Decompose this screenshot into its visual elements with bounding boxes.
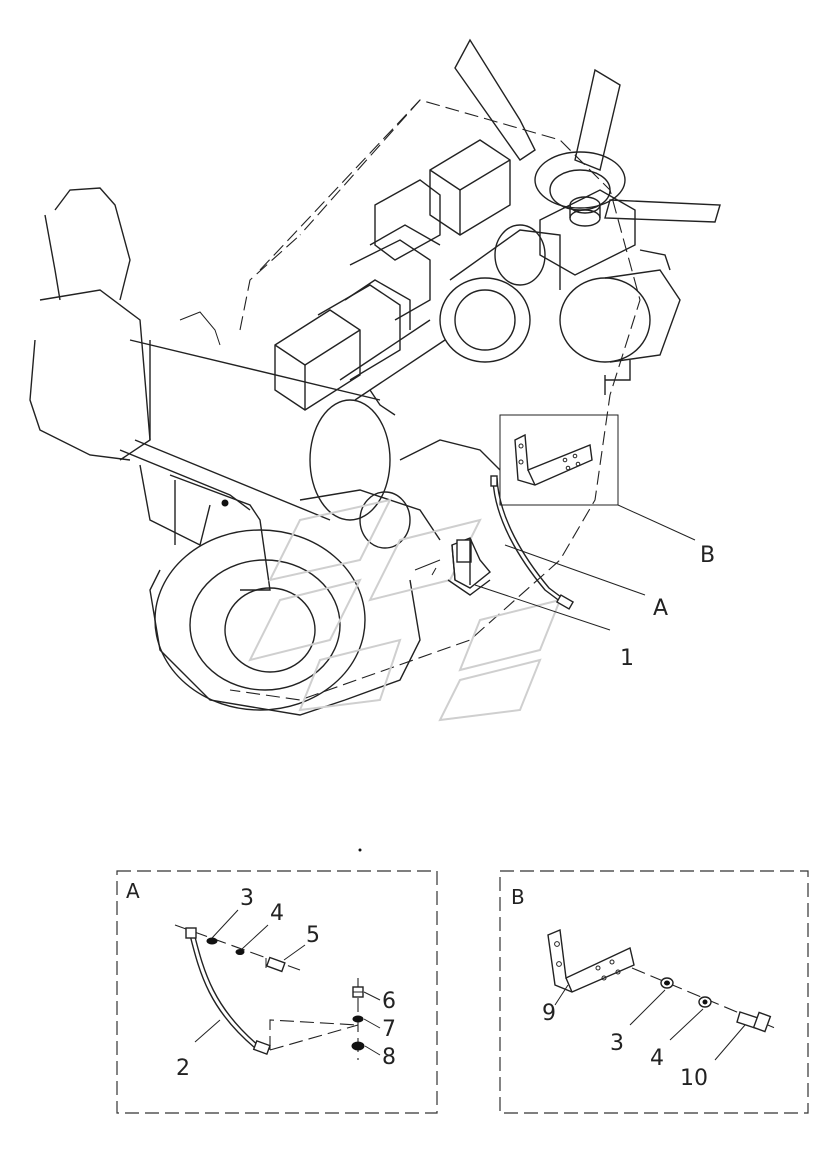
detail-a-title: A bbox=[126, 879, 140, 903]
detail-b-frame-in-view bbox=[499, 414, 619, 506]
label-b-3: 3 bbox=[610, 1031, 624, 1056]
breather-hose bbox=[490, 475, 575, 610]
fitting-item-6 bbox=[352, 986, 364, 998]
detail-a-panel: A bbox=[116, 870, 438, 1114]
intake-pipe bbox=[339, 224, 561, 416]
engine-assembly-view: B A 1 bbox=[29, 38, 721, 722]
fitting-item-5 bbox=[265, 956, 286, 973]
washer-item-8 bbox=[351, 1041, 365, 1051]
label-a-3: 3 bbox=[240, 886, 254, 911]
bracket-b-in-view bbox=[514, 433, 593, 486]
label-b-10: 10 bbox=[680, 1066, 708, 1091]
oil-filler-cap bbox=[539, 189, 636, 276]
leader-line-a bbox=[504, 544, 646, 596]
hose-item-2 bbox=[185, 927, 271, 1055]
detail-b-border bbox=[499, 870, 809, 1114]
cooling-fan bbox=[454, 38, 721, 223]
bracket-item-9 bbox=[547, 928, 635, 993]
label-a-6: 6 bbox=[382, 989, 396, 1014]
label-a-5: 5 bbox=[306, 923, 320, 948]
valve-covers bbox=[274, 139, 511, 411]
page-mark bbox=[358, 848, 362, 852]
alternator bbox=[559, 249, 681, 395]
leader-line-1 bbox=[474, 584, 611, 631]
detail-a-centerline-bottom bbox=[269, 1019, 359, 1051]
pressure-switch-item-1 bbox=[414, 537, 491, 596]
air-cleaner bbox=[29, 187, 391, 591]
detail-b-title: B bbox=[511, 885, 525, 909]
washer-item-4-a bbox=[235, 949, 245, 955]
label-a-8: 8 bbox=[382, 1045, 396, 1070]
bolt-item-10 bbox=[736, 1011, 772, 1033]
label-a-7: 7 bbox=[382, 1017, 396, 1042]
label-a-4: 4 bbox=[270, 901, 284, 926]
detail-a-border bbox=[116, 870, 438, 1114]
callout-1: 1 bbox=[620, 646, 634, 671]
flywheel-housing bbox=[149, 439, 501, 716]
label-b-9: 9 bbox=[542, 1001, 556, 1026]
label-a-2: 2 bbox=[176, 1056, 190, 1081]
leader-line-b bbox=[617, 504, 696, 541]
washer-item-3-a bbox=[206, 937, 218, 945]
washer-item-7 bbox=[352, 1015, 364, 1023]
callout-a: A bbox=[653, 596, 668, 621]
label-b-4: 4 bbox=[650, 1046, 664, 1071]
watermark-logo bbox=[248, 498, 562, 722]
detail-b-panel: B 9 3 4 10 bbox=[499, 870, 809, 1114]
callout-b: B bbox=[700, 543, 715, 568]
